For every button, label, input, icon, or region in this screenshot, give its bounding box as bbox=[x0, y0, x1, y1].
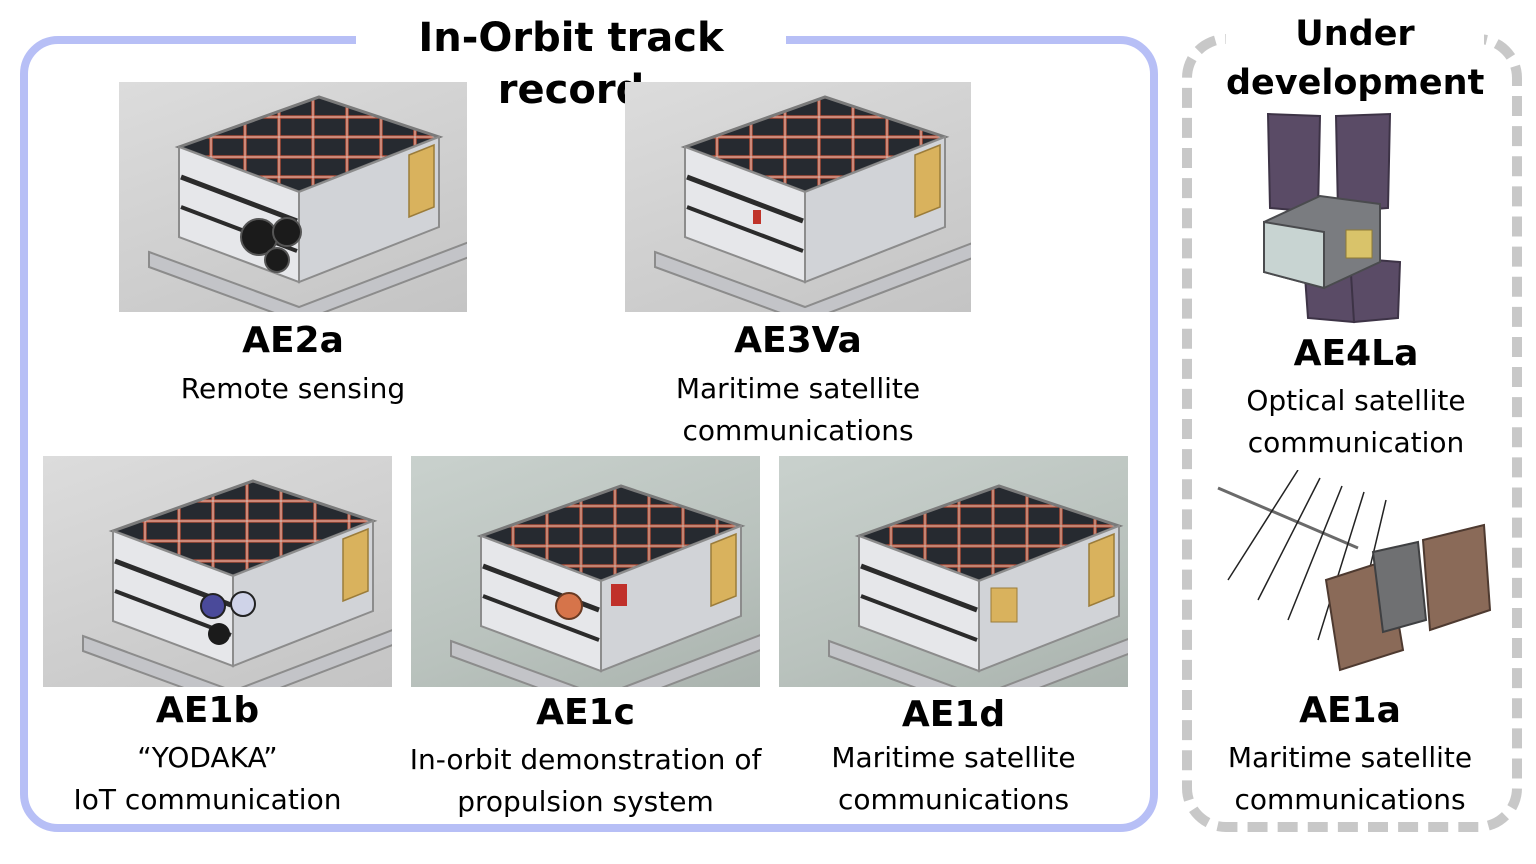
ae2a-satellite-image bbox=[119, 82, 467, 312]
ae3va-satellite-image bbox=[625, 82, 971, 312]
ae1a-description: Maritime satellite communications bbox=[1196, 737, 1504, 821]
ae4la-description: Optical satellite communication bbox=[1202, 380, 1510, 464]
ae4la-satellite-image bbox=[1263, 112, 1402, 324]
ae3va-photo bbox=[625, 82, 971, 312]
ae1d-description: Maritime satellite communications bbox=[779, 737, 1128, 821]
in-orbit-title: In-Orbit track record bbox=[356, 12, 786, 113]
under-development-title-line1: Under bbox=[1295, 14, 1415, 54]
ae4la-description-line2: communication bbox=[1247, 426, 1465, 459]
ae1c-satellite-image bbox=[411, 456, 760, 687]
ae3va-description: Maritime satellite communications bbox=[625, 368, 971, 452]
ae1d-photo bbox=[779, 456, 1128, 687]
ae3va-description-line1: Maritime satellite bbox=[675, 372, 921, 405]
ae1b-description: “YODAKA” IoT communication bbox=[43, 737, 372, 821]
ae1b-description-line2: IoT communication bbox=[73, 783, 342, 816]
ae2a-name: AE2a bbox=[242, 320, 344, 361]
under-development-title-line2: development bbox=[1226, 63, 1485, 103]
ae1d-description-line2: communications bbox=[837, 783, 1070, 816]
under-development-title: Under development bbox=[1226, 10, 1484, 110]
ae1a-satellite-image bbox=[1217, 470, 1492, 672]
ae2a-description: Remote sensing bbox=[119, 368, 467, 410]
ae2a-description-line1: Remote sensing bbox=[180, 372, 406, 405]
ae1b-name: AE1b bbox=[155, 690, 260, 731]
ae1a-name: AE1a bbox=[1299, 690, 1401, 731]
ae4la-name: AE4La bbox=[1293, 333, 1419, 374]
ae3va-description-line2: communications bbox=[682, 414, 914, 447]
ae4la-description-line1: Optical satellite bbox=[1246, 384, 1466, 417]
ae1c-description-line1: In-orbit demonstration of bbox=[409, 743, 762, 776]
ae2a-photo bbox=[119, 82, 467, 312]
ae1b-satellite-image bbox=[43, 456, 392, 687]
ae1a-description-line1: Maritime satellite bbox=[1227, 741, 1473, 774]
ae1d-name: AE1d bbox=[901, 694, 1006, 735]
ae1c-photo bbox=[411, 456, 760, 687]
ae1c-description-line2: propulsion system bbox=[457, 785, 714, 818]
ae1c-description: In-orbit demonstration of propulsion sys… bbox=[401, 739, 770, 823]
ae1c-name: AE1c bbox=[536, 692, 635, 733]
ae1a-description-line2: communications bbox=[1234, 783, 1466, 816]
ae1d-satellite-image bbox=[779, 456, 1128, 687]
ae1b-photo bbox=[43, 456, 392, 687]
ae1b-description-line1: “YODAKA” bbox=[137, 741, 278, 774]
ae3va-name: AE3Va bbox=[734, 320, 862, 361]
ae1d-description-line1: Maritime satellite bbox=[831, 741, 1076, 774]
